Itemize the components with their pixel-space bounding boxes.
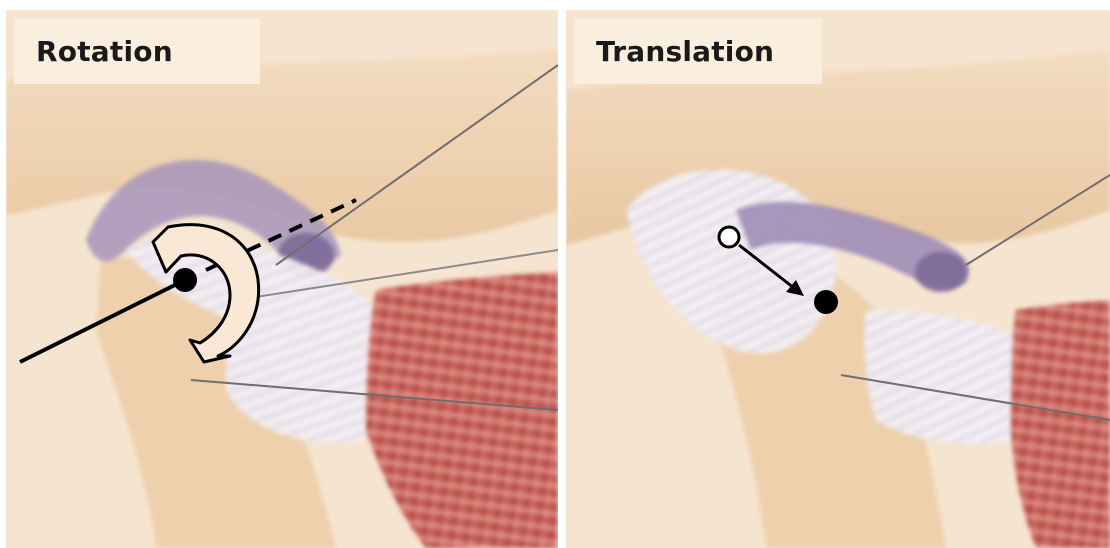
translation-anatomy-illustration xyxy=(566,10,1110,548)
pivot-point-marker xyxy=(173,268,197,292)
rotation-panel: Rotation xyxy=(6,10,558,548)
rotation-anatomy-illustration xyxy=(6,10,558,548)
translation-label-box: Translation xyxy=(574,18,822,84)
rotation-label-box: Rotation xyxy=(14,18,260,84)
panel-title: Rotation xyxy=(36,35,173,68)
start-position-marker xyxy=(719,227,739,247)
end-position-marker xyxy=(814,290,838,314)
translation-panel: Translation xyxy=(566,10,1110,548)
panel-title: Translation xyxy=(596,35,774,68)
